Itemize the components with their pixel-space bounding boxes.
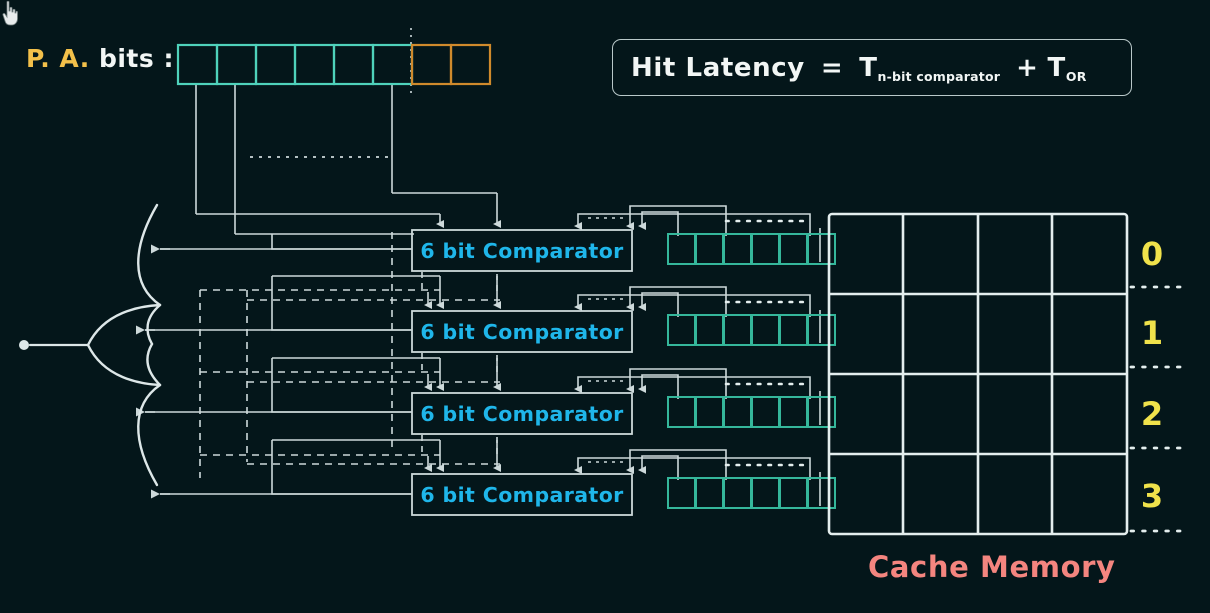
cache-row-label-0: 0 [1140, 235, 1164, 273]
pa-bits-label-rest: bits : [98, 44, 174, 73]
comparator-box-4 [411, 473, 633, 516]
formula-term1-subscript: n-bit comparator [877, 68, 1001, 84]
formula-equals: = [820, 52, 844, 83]
comparator-box-1 [411, 229, 633, 272]
comparator-box-2 [411, 310, 633, 353]
comparator-label-3: 6 bit Comparator [420, 402, 624, 426]
formula-plus: + [1016, 52, 1039, 83]
formula-term2-subscript: OR [1065, 68, 1087, 84]
hit-latency-formula-box: Hit Latency = T n-bit comparator + T OR [612, 39, 1132, 96]
tag-cell-rows [667, 233, 836, 509]
formula-term2-base: T [1047, 52, 1066, 83]
pa-bits-label: P. A. bits : [26, 44, 174, 73]
pointing-hand-cursor [2, 0, 18, 26]
formula-lhs: Hit Latency [631, 52, 805, 83]
cache-memory-title: Cache Memory [868, 550, 1116, 584]
cache-row-label-2: 2 [1140, 395, 1164, 433]
pa-bits-cells [176, 43, 492, 86]
cache-row-label-3: 3 [1140, 477, 1164, 515]
pa-bits-label-highlight: P. A. [26, 44, 90, 73]
or-gate [19, 203, 162, 487]
comparator-label-4: 6 bit Comparator [420, 483, 624, 507]
comparator-box-3 [411, 392, 633, 435]
cache-row-label-1: 1 [1140, 314, 1164, 352]
formula-term1-base: T [859, 52, 878, 83]
comparator-label-2: 6 bit Comparator [420, 320, 624, 344]
comparator-label-1: 6 bit Comparator [420, 239, 624, 263]
cache-grid [827, 212, 1129, 536]
